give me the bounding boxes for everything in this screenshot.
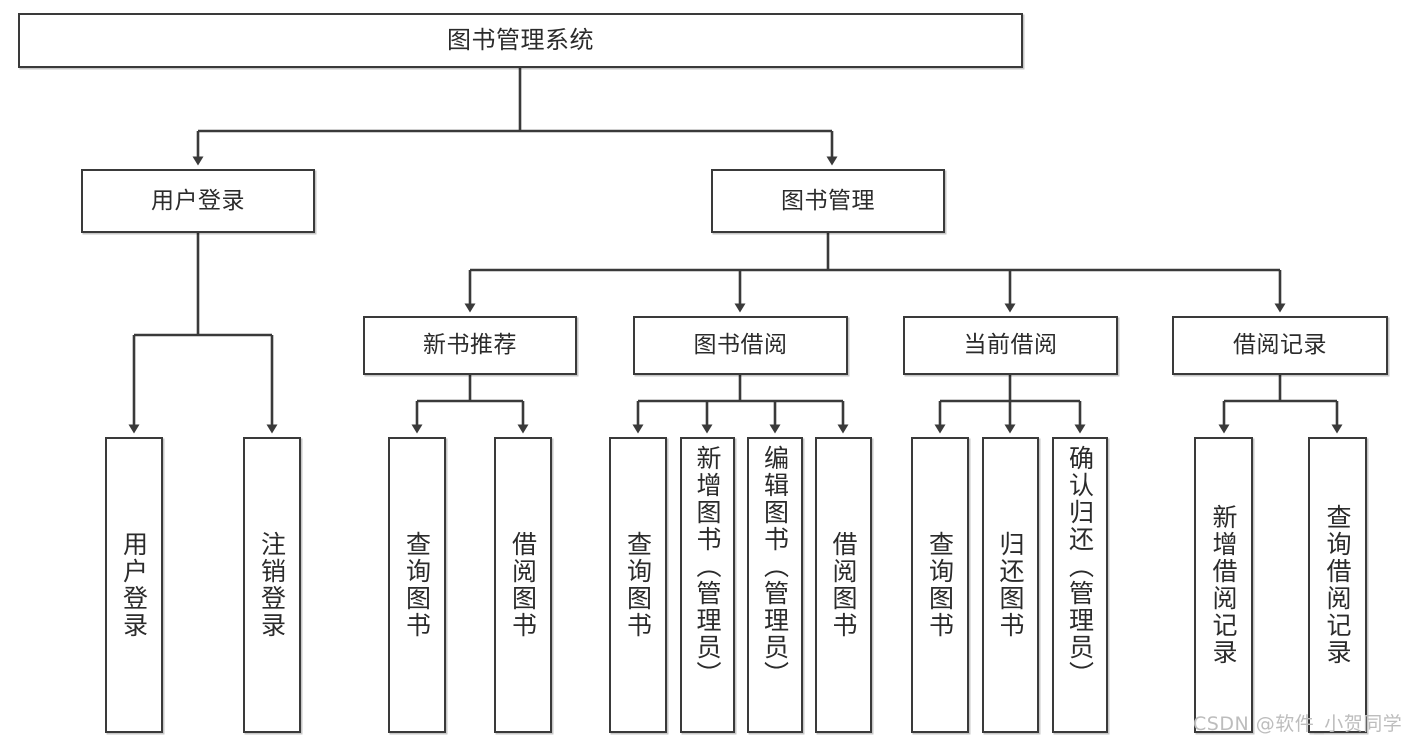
node-label: 借阅记录 [1233,332,1327,359]
leaf-borrow-edit-book-admin[interactable]: 编辑图书（管理员） [747,437,803,733]
node-label: 借阅图书 [508,531,538,639]
leaf-user-login-login[interactable]: 用户登录 [105,437,163,733]
node-label: 用户登录 [151,187,245,214]
leaf-borrow-add-book-admin[interactable]: 新增图书（管理员） [680,437,735,733]
leaf-borrow-query-book[interactable]: 查询图书 [609,437,667,733]
node-label: 归还图书 [996,531,1025,639]
leaf-record-add-record[interactable]: 新增借阅记录 [1194,437,1253,733]
node-label: 图书管理系统 [447,25,594,54]
leaf-current-return-book[interactable]: 归还图书 [982,437,1039,733]
node-label: 用户登录 [119,531,149,639]
node-label: 查询图书 [402,531,432,639]
node-label: 查询图书 [623,531,653,639]
node-book-borrow[interactable]: 图书借阅 [633,316,848,375]
node-book-management[interactable]: 图书管理 [711,169,945,233]
node-label: 图书借阅 [693,332,788,359]
leaf-current-query-book[interactable]: 查询图书 [911,437,969,733]
node-borrow-record[interactable]: 借阅记录 [1172,316,1388,375]
leaf-borrow-borrow-book[interactable]: 借阅图书 [815,437,872,733]
leaf-recommend-query-book[interactable]: 查询图书 [388,437,446,733]
node-new-book-recommend[interactable]: 新书推荐 [363,316,577,375]
leaf-recommend-borrow-book[interactable]: 借阅图书 [494,437,552,733]
node-label: 借阅图书 [829,531,858,639]
node-label: 查询借阅记录 [1323,504,1352,666]
node-label: 编辑图书（管理员） [760,445,790,688]
node-label: 新增借阅记录 [1209,504,1238,666]
node-label: 新书推荐 [423,332,517,359]
csdn-watermark: CSDN @软件_小贺同学 [1193,713,1403,735]
node-label: 新增图书（管理员） [693,445,722,688]
leaf-user-login-logout[interactable]: 注销登录 [243,437,301,733]
node-label: 注销登录 [257,531,287,639]
node-root-system[interactable]: 图书管理系统 [18,13,1023,68]
node-current-borrow[interactable]: 当前借阅 [903,316,1118,375]
node-label: 确认归还（管理员） [1065,445,1095,688]
leaf-current-confirm-return-admin[interactable]: 确认归还（管理员） [1052,437,1108,733]
node-user-login[interactable]: 用户登录 [81,169,315,233]
node-label: 当前借阅 [963,332,1058,359]
leaf-record-query-record[interactable]: 查询借阅记录 [1308,437,1367,733]
node-label: 查询图书 [925,531,955,639]
node-label: 图书管理 [781,187,875,214]
